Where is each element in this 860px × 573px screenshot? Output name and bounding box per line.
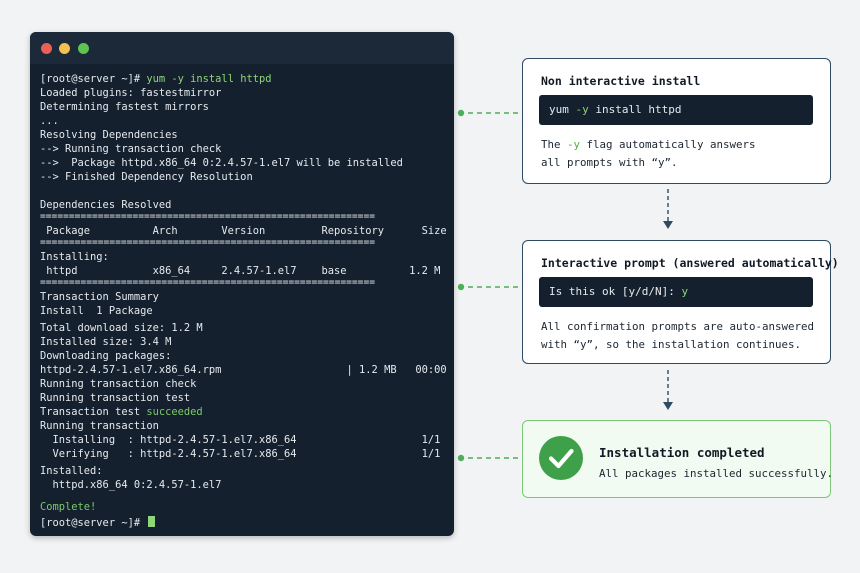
code-text: yum [549, 103, 576, 116]
terminal-line: --> Finished Dependency Resolution [40, 171, 253, 183]
terminal-table-header: Package Arch Version Repository Size [40, 225, 447, 237]
desc-text: The [541, 138, 568, 151]
terminal-separator: ========================================… [40, 237, 376, 248]
complete-message: Complete! [40, 501, 97, 513]
card-title: Interactive prompt (answered automatical… [541, 256, 839, 270]
terminal-line: Loaded plugins: fastestmirror [40, 87, 222, 99]
shell-prompt: [root@server ~]# [40, 73, 147, 85]
terminal-line: Downloading packages: [40, 350, 172, 362]
arrow-down-icon [663, 189, 673, 229]
connector-line [457, 283, 522, 291]
terminal-line: Determining fastest mirrors [40, 101, 209, 113]
close-window-button[interactable] [41, 43, 52, 54]
terminal-line: Resolving Dependencies [40, 129, 178, 141]
code-flag: -y [575, 103, 589, 116]
terminal-cursor [148, 516, 156, 527]
code-answer: y [681, 285, 689, 298]
terminal-line: Install 1 Package [40, 305, 153, 317]
code-snippet: Is this ok [y/d/N]: y [539, 277, 813, 307]
terminal-line: ... [40, 115, 59, 127]
success-subtitle: All packages installed successfully. [599, 467, 834, 480]
code-snippet: yum -y install httpd [539, 95, 813, 125]
code-text: Is this ok [y/d/N]: [549, 285, 682, 298]
desc-text: flag automatically answers [580, 138, 756, 151]
terminal-line: Dependencies Resolved [40, 199, 172, 211]
interactive-prompt-card: Interactive prompt (answered automatical… [522, 240, 839, 364]
success-word: succeeded [146, 406, 203, 418]
terminal-table-row: httpd x86_64 2.4.57-1.el7 base 1.2 M [40, 265, 441, 277]
terminal-line: Transaction Summary [40, 291, 159, 303]
terminal-line: Running transaction check [40, 378, 197, 390]
terminal-line: --> Running transaction check [40, 143, 222, 155]
terminal-line: Transaction test succeeded [40, 405, 203, 419]
card-description: All confirmation prompts are auto-answer… [541, 318, 814, 354]
terminal-separator: ========================================… [40, 277, 376, 288]
terminal-text: Transaction test [40, 406, 147, 418]
terminal-line: Total download size: 1.2 M [40, 322, 203, 334]
terminal-separator: ========================================… [40, 211, 376, 222]
minimize-window-button[interactable] [59, 43, 70, 54]
maximize-window-button[interactable] [78, 43, 89, 54]
terminal-line: httpd.x86_64 0:2.4.57-1.el7 [40, 479, 222, 491]
desc-text: with “y”, so the installation continues. [541, 338, 802, 351]
desc-text: All confirmation prompts are auto-answer… [541, 320, 815, 333]
card-title: Non interactive install [541, 74, 701, 88]
arrow-down-icon [663, 370, 673, 410]
code-text: install httpd [588, 103, 682, 116]
terminal-line: Installing : httpd-2.4.57-1.el7.x86_64 1… [40, 434, 441, 446]
terminal-line: Running transaction test [40, 392, 191, 404]
terminal-line: httpd-2.4.57-1.el7.x86_64.rpm | 1.2 MB 0… [40, 364, 447, 376]
terminal-line: --> Package httpd.x86_64 0:2.4.57-1.el7 … [40, 157, 403, 169]
shell-command: yum -y install httpd [146, 73, 272, 85]
desc-flag: -y [567, 138, 581, 151]
check-icon [539, 436, 583, 480]
terminal-titlebar [30, 32, 454, 64]
terminal-line: [root@server ~]# yum -y install httpd [40, 72, 271, 86]
check-mark [548, 448, 574, 469]
terminal-line: Installed: [40, 465, 103, 477]
success-title: Installation completed [599, 445, 765, 460]
terminal-line: Running transaction [40, 420, 159, 432]
connector-line [457, 109, 522, 117]
terminal-line: Installed size: 3.4 M [40, 336, 172, 348]
terminal-line: Verifying : httpd-2.4.57-1.el7.x86_64 1/… [40, 448, 441, 460]
terminal-input-line[interactable]: [root@server ~]# [40, 516, 156, 530]
terminal-line: Installing: [40, 251, 109, 263]
terminal-line: Complete! [40, 500, 96, 514]
desc-text: all prompts with “y”. [541, 156, 678, 169]
connector-line [457, 454, 522, 462]
installation-completed-card: Installation completed All packages inst… [522, 420, 834, 498]
card-description: The -y flag automatically answers all pro… [541, 136, 756, 172]
noninteractive-install-card: Non interactive install yum -y install h… [522, 58, 831, 184]
shell-prompt: [root@server ~]# [40, 517, 147, 529]
terminal-window[interactable]: [root@server ~]# yum -y install httpd Lo… [30, 32, 454, 536]
